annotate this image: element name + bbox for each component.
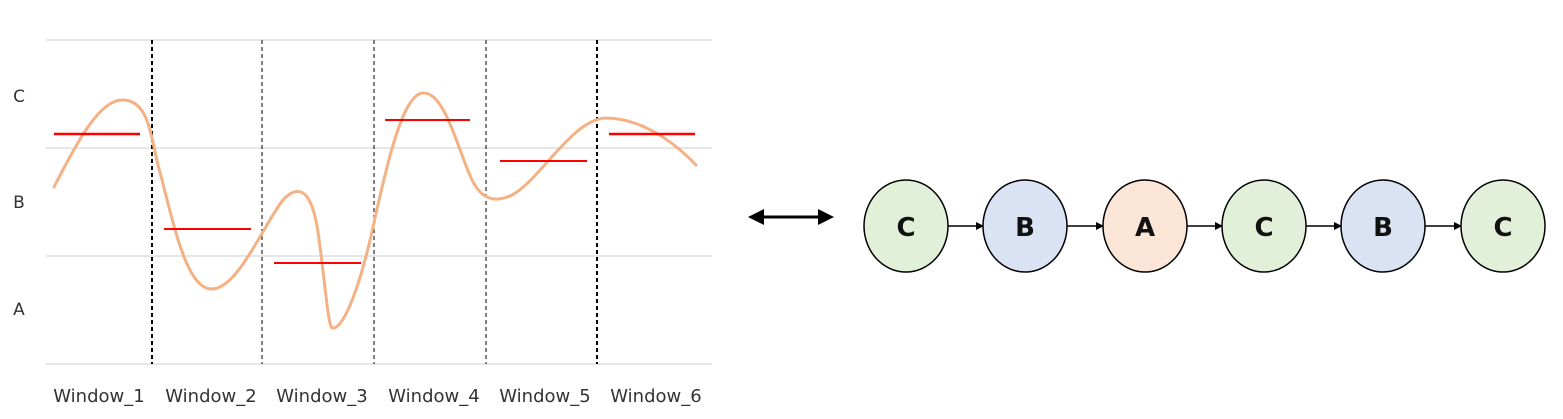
node-label: B — [1015, 213, 1035, 243]
node-label: C — [896, 213, 915, 243]
sequence-node-4: C — [1221, 179, 1307, 273]
node-circle — [1460, 179, 1546, 273]
sequence-node-6: C — [1460, 179, 1546, 273]
state-sequence: C B A C B C — [863, 179, 1546, 273]
sequence-node-1: C — [863, 179, 949, 273]
window-label-4: Window_4 — [388, 386, 479, 407]
window-label-1: Window_1 — [53, 386, 144, 407]
level-label-a: A — [13, 300, 25, 320]
sequence-node-3: A — [1102, 179, 1188, 273]
window-label-2: Window_2 — [165, 386, 256, 407]
signal-curve — [52, 91, 698, 330]
window-label-3: Window_3 — [276, 386, 367, 407]
window-chart: C B A Window_1 Window_2 Window_3 — [13, 39, 712, 407]
level-label-c: C — [13, 87, 25, 107]
window-dividers — [151, 40, 598, 364]
node-label: C — [1254, 213, 1273, 243]
sequence-node-2: B — [982, 179, 1068, 273]
node-label: A — [1135, 213, 1155, 243]
level-grid — [46, 39, 712, 365]
window-mean-lines — [54, 119, 695, 264]
sequence-node-5: B — [1340, 179, 1426, 273]
arrow-head-left — [748, 209, 764, 225]
window-labels: Window_1 Window_2 Window_3 Window_4 Wind… — [53, 386, 701, 407]
node-label: B — [1373, 213, 1393, 243]
window-label-5: Window_5 — [499, 386, 590, 407]
window-label-6: Window_6 — [610, 386, 701, 407]
node-label: C — [1493, 213, 1512, 243]
level-label-b: B — [13, 193, 25, 213]
arrow-head-right — [818, 209, 834, 225]
level-labels: C B A — [13, 87, 25, 320]
equivalence-arrow — [748, 209, 834, 225]
